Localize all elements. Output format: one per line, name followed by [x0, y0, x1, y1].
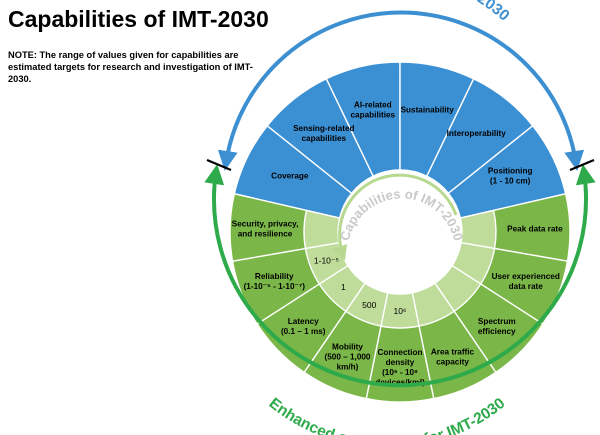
- top-arc-arrow: [217, 10, 585, 171]
- value-ring-sector-connection: [380, 291, 420, 329]
- new-capability-label-interoperability: Interoperability: [447, 129, 507, 138]
- enhanced-capability-label-peak-data-rate: Peak data rate: [507, 224, 563, 233]
- enhanced-capability-label-security-privacy: Security, privacy,and resilience: [232, 219, 299, 238]
- value-label-mobility: 500: [362, 300, 376, 310]
- value-label-latency: 1: [341, 282, 346, 292]
- page-title: Capabilities of IMT-2030: [8, 6, 269, 32]
- enhanced-capability-label-reliability: Reliability(1-10⁻⁵ - 1-10⁻⁷): [244, 272, 306, 291]
- value-ring-sector-area-traffic: [411, 282, 456, 327]
- hub-arc-arrow: [332, 173, 458, 261]
- new-capability-label-sustainability: Sustainability: [401, 106, 455, 115]
- note-text: NOTE: The range of values given for capa…: [8, 50, 253, 84]
- value-ring-sector-security-privacy: [303, 209, 341, 250]
- new-capability-label-positioning: Positioning(1 - 10 cm): [488, 167, 533, 186]
- new-capability-label-coverage: Coverage: [271, 172, 309, 181]
- right-divider: [569, 158, 595, 172]
- value-label-connection: 10⁶: [394, 306, 407, 316]
- hub-circle: [339, 171, 461, 293]
- value-ring-sector-user-experienced: [451, 241, 496, 285]
- enhanced-capability-label-latency: Latency(0.1 – 1 ms): [281, 317, 326, 336]
- value-ring-sector-mobility: [344, 282, 389, 327]
- inner-value-ring: [303, 171, 497, 329]
- bottom-arc-arrow: [204, 164, 596, 388]
- left-divider: [206, 158, 232, 172]
- value-ring-sector-peak-data-rate: [459, 209, 497, 250]
- value-label-reliability: 1-10⁻⁵: [314, 256, 339, 266]
